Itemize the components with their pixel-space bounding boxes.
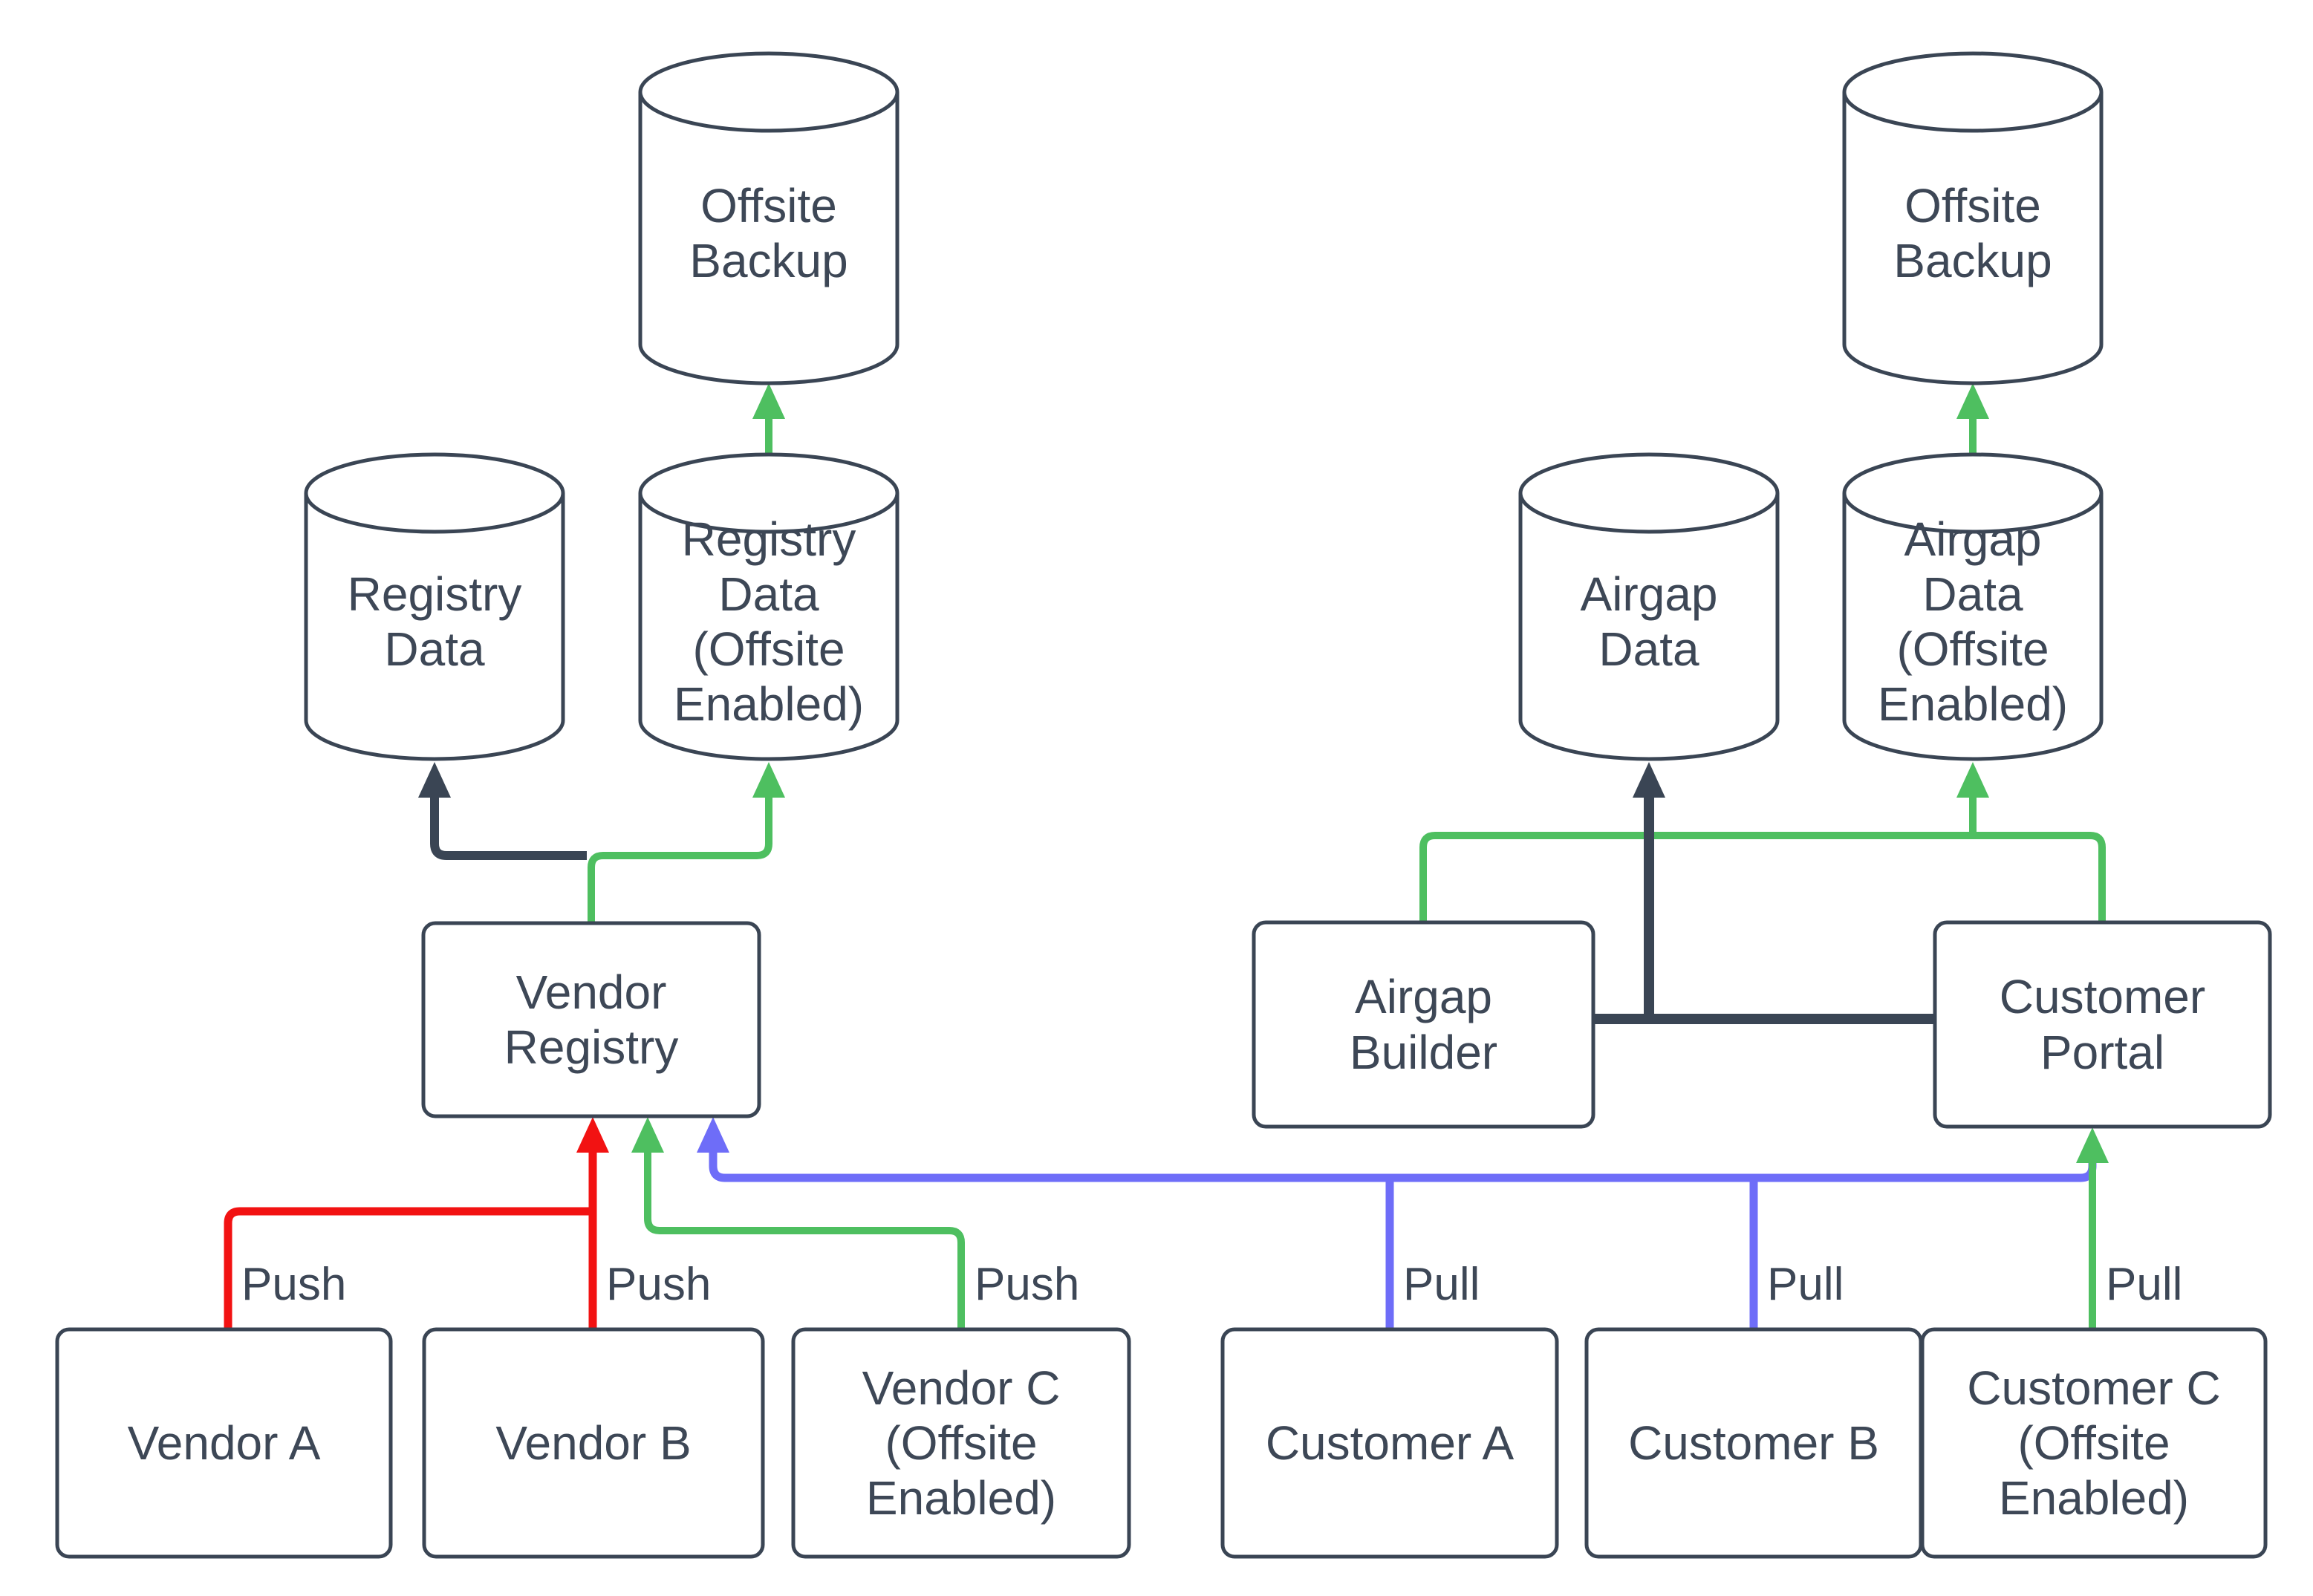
label-customer-b: Customer B (1628, 1416, 1879, 1470)
arrowhead-airgap-data-offsite (1956, 762, 1989, 798)
edge-label-pull-customer-a: Pull (1403, 1259, 1480, 1310)
label-registry-data: Registry Data (347, 567, 522, 676)
label-vendor-a: Vendor A (127, 1416, 321, 1470)
arrowhead-registry-data-offsite (752, 762, 785, 798)
label-vendor-c: Vendor C (Offsite Enabled) (862, 1361, 1061, 1525)
edge-builder-portal-to-airgap-data-offsite (1419, 798, 2106, 924)
edge-vendor-c-push (644, 1153, 965, 1331)
edge-builder-portal-to-airgap-data (1593, 798, 1935, 1024)
box-vendor-registry (421, 921, 761, 1118)
label-offsite-backup-left: Offsite Backup (689, 178, 848, 287)
edge-label-pull-customer-c: Pull (2106, 1259, 2183, 1310)
cylinder-airgap-data-offsite (1842, 452, 2104, 761)
cylinder-airgap-data (1518, 452, 1780, 761)
edge-vendor-registry-to-registry-data (430, 798, 587, 860)
cylinder-offsite-backup-left (638, 51, 900, 385)
edge-label-push-vendor-a: Push (241, 1259, 347, 1310)
cylinder-registry-data (304, 452, 565, 761)
box-customer-a (1220, 1327, 1559, 1559)
arrowhead-customer-portal-green (2076, 1127, 2109, 1163)
label-customer-portal: Customer Portal (1999, 970, 2206, 1079)
box-customer-portal (1933, 920, 2272, 1129)
box-airgap-builder (1252, 920, 1595, 1129)
label-registry-data-offsite: Registry Data (Offsite Enabled) (673, 512, 865, 732)
edge-customer-ab-pull (709, 1150, 2097, 1331)
cylinder-offsite-backup-right (1842, 51, 2104, 385)
box-vendor-a (55, 1327, 393, 1559)
label-vendor-b: Vendor B (495, 1416, 692, 1470)
arrowhead-offsite-backup-left (752, 383, 785, 419)
arrowhead-registry-data (418, 762, 451, 798)
edge-label-push-vendor-b: Push (606, 1259, 712, 1310)
arrowhead-vendor-registry-blue (697, 1117, 729, 1153)
edge-vendor-registry-to-registry-data-offsite (588, 798, 772, 925)
label-customer-c: Customer C (Offsite Enabled) (1967, 1361, 2221, 1525)
label-airgap-data-offsite: Airgap Data (Offsite Enabled) (1877, 512, 2069, 732)
box-vendor-c (791, 1327, 1131, 1559)
cylinder-registry-data-offsite (638, 452, 900, 761)
label-airgap-builder: Airgap Builder (1349, 970, 1498, 1079)
edge-vendor-ab-push (224, 1153, 597, 1331)
box-vendor-b (422, 1327, 765, 1559)
label-offsite-backup-right: Offsite Backup (1893, 178, 2052, 287)
label-airgap-data: Airgap Data (1580, 567, 1718, 676)
arrowhead-vendor-registry-green (631, 1117, 664, 1153)
label-customer-a: Customer A (1265, 1416, 1515, 1470)
arrowhead-offsite-backup-right (1956, 383, 1989, 419)
edge-label-pull-customer-b: Pull (1767, 1259, 1844, 1310)
arrowhead-vendor-registry-red (576, 1117, 609, 1153)
edge-label-push-vendor-c: Push (975, 1259, 1080, 1310)
label-vendor-registry: Vendor Registry (504, 965, 679, 1074)
arrowhead-airgap-data (1633, 762, 1665, 798)
box-customer-c (1920, 1327, 2268, 1559)
